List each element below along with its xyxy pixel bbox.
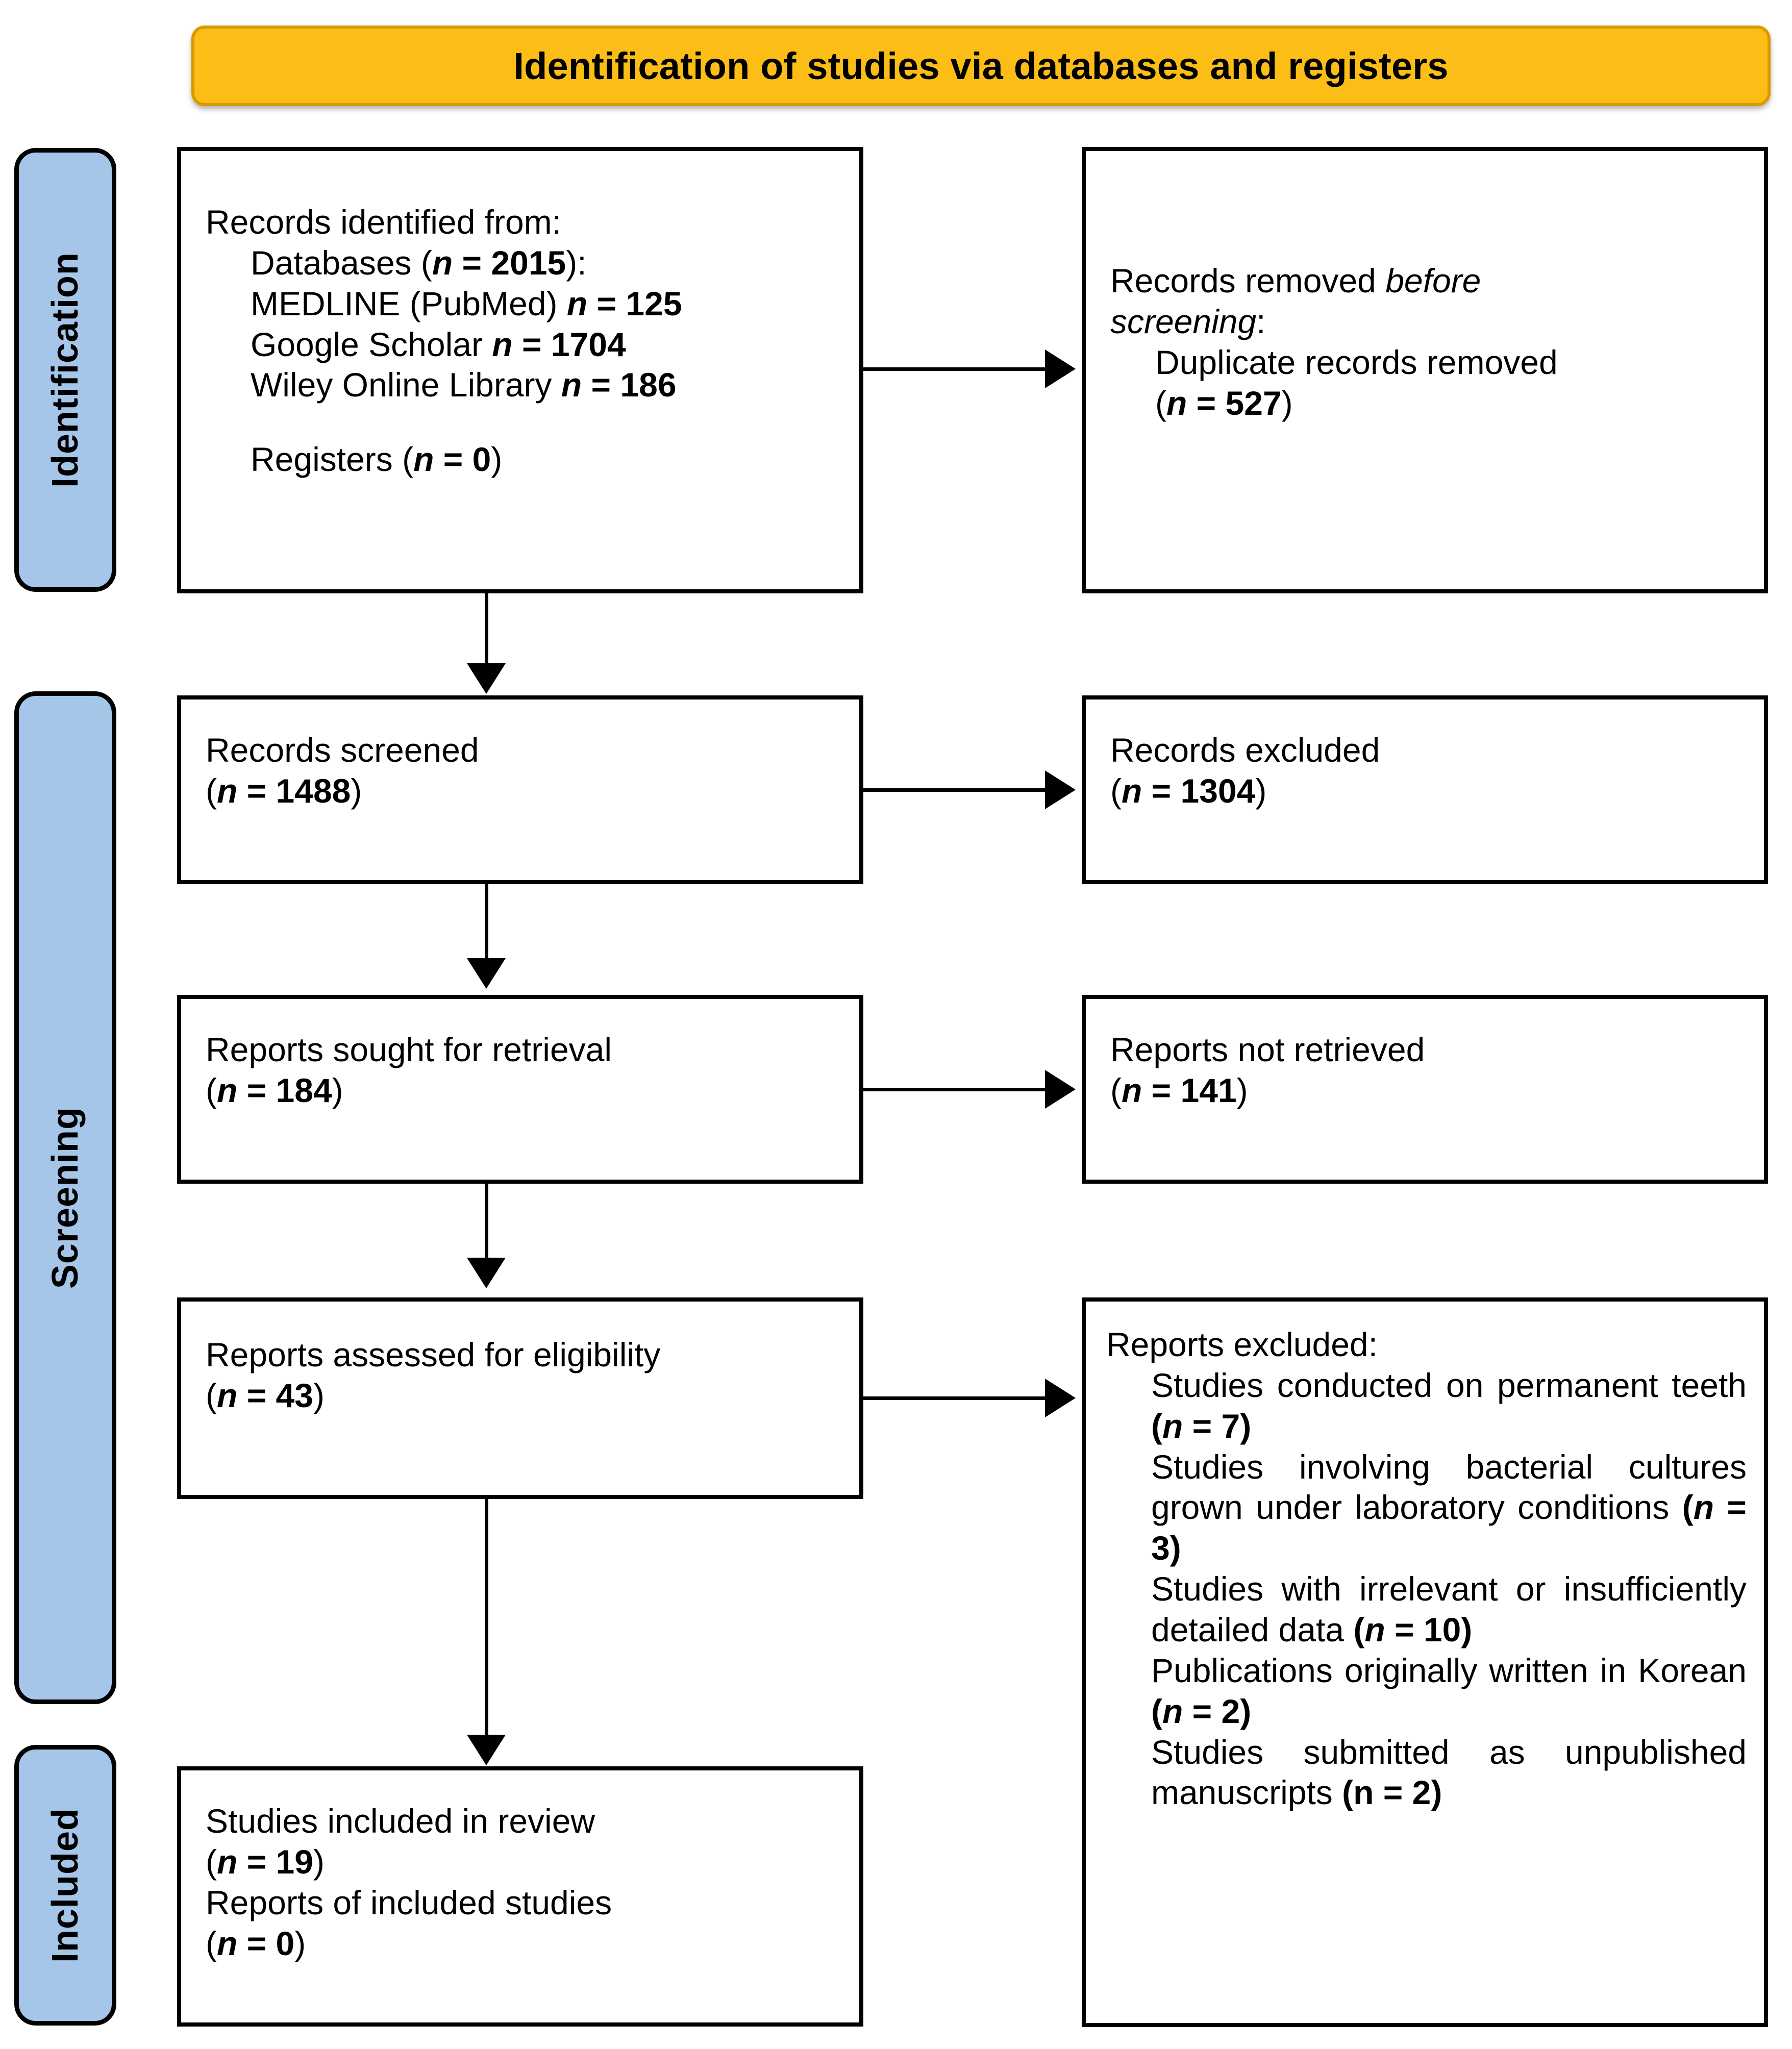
- connector-assessed-to-included-line: [485, 1499, 488, 1739]
- reports-excluded-reason-4: Studies submitted as unpublished manuscr…: [1151, 1733, 1747, 1812]
- reports-sought-label: Reports sought for retrieval: [206, 1031, 612, 1068]
- stage-label-identification: Identification: [14, 148, 116, 592]
- records-identified-line-1: MEDLINE (PubMed) n = 125: [251, 284, 682, 322]
- records-identified-line-2: Google Scholar n = 1704: [251, 325, 626, 363]
- diagram-header-banner: Identification of studies via databases …: [191, 26, 1771, 106]
- records-identified-spacer: [251, 406, 844, 439]
- stage-label-included-text: Included: [45, 1807, 86, 1963]
- connector-assessed-to-excluded-arrow: [1045, 1379, 1076, 1417]
- records-excluded-label: Records excluded: [1110, 731, 1380, 769]
- connector-identified-to-removed-line: [863, 367, 1047, 371]
- reports-excluded-reason-0: Studies conducted on permanent teeth (n …: [1151, 1366, 1747, 1445]
- connector-assessed-to-included-arrow: [467, 1735, 506, 1765]
- stage-label-screening: Screening: [14, 691, 116, 1704]
- connector-identified-to-screened-line: [485, 593, 488, 670]
- studies-included-count-2: (n = 0): [206, 1924, 306, 1962]
- records-screened-label: Records screened: [206, 731, 479, 769]
- reports-not-retrieved-count: (n = 141): [1110, 1071, 1248, 1109]
- records-identified-line-0: Databases (n = 2015):: [251, 243, 587, 282]
- connector-screened-to-sought-line: [485, 884, 488, 963]
- box-reports-excluded: Reports excluded: Studies conducted on p…: [1082, 1297, 1768, 2027]
- studies-included-count-1: (n = 19): [206, 1842, 325, 1881]
- box-records-excluded: Records excluded (n = 1304): [1082, 695, 1768, 884]
- reports-excluded-reason-3: Publications originally written in Korea…: [1151, 1651, 1747, 1730]
- connector-screened-to-excluded-line: [863, 788, 1047, 792]
- connector-identified-to-screened-arrow: [467, 663, 506, 694]
- reports-assessed-label: Reports assessed for eligibility: [206, 1336, 661, 1373]
- records-removed-detail: Duplicate records removed: [1155, 343, 1558, 381]
- reports-sought-count: (n = 184): [206, 1071, 343, 1109]
- records-removed-line2: screening:: [1110, 302, 1266, 340]
- connector-screened-to-excluded-arrow: [1045, 770, 1076, 809]
- studies-included-label-2: Reports of included studies: [206, 1883, 612, 1921]
- reports-not-retrieved-label: Reports not retrieved: [1110, 1031, 1425, 1068]
- connector-sought-to-assessed-arrow: [467, 1258, 506, 1288]
- reports-excluded-reason-2: Studies with irrelevant or insufficientl…: [1151, 1570, 1747, 1649]
- connector-sought-to-notretrieved-arrow: [1045, 1070, 1076, 1109]
- reports-excluded-heading: Reports excluded:: [1106, 1326, 1378, 1363]
- page-title: Identification of studies via databases …: [513, 44, 1449, 87]
- records-identified-heading: Records identified from:: [206, 203, 561, 241]
- box-records-identified: Records identified from: Databases (n = …: [177, 147, 863, 593]
- connector-screened-to-sought-arrow: [467, 958, 506, 989]
- reports-assessed-count: (n = 43): [206, 1376, 325, 1414]
- stage-label-screening-text: Screening: [45, 1106, 86, 1289]
- stage-label-identification-text: Identification: [45, 252, 86, 488]
- records-identified-line-3: Wiley Online Library n = 186: [251, 366, 677, 404]
- connector-assessed-to-excluded-line: [863, 1396, 1047, 1400]
- box-reports-sought: Reports sought for retrieval (n = 184): [177, 995, 863, 1184]
- box-records-screened: Records screened (n = 1488): [177, 695, 863, 884]
- reports-excluded-reason-1: Studies involving bacterial cultures gro…: [1151, 1447, 1747, 1567]
- studies-included-label-1: Studies included in review: [206, 1802, 595, 1840]
- records-excluded-count: (n = 1304): [1110, 771, 1267, 810]
- records-screened-count: (n = 1488): [206, 771, 362, 810]
- records-identified-registers: Registers (n = 0): [251, 440, 503, 479]
- stage-label-included: Included: [14, 1745, 116, 2026]
- box-reports-not-retrieved: Reports not retrieved (n = 141): [1082, 995, 1768, 1184]
- records-removed-count: (n = 527): [1155, 384, 1293, 422]
- box-records-removed: Records removed before screening: Duplic…: [1082, 147, 1768, 593]
- box-reports-assessed: Reports assessed for eligibility (n = 43…: [177, 1297, 863, 1499]
- records-removed-line1: Records removed before: [1110, 262, 1481, 299]
- connector-identified-to-removed-arrow: [1045, 349, 1076, 388]
- connector-sought-to-assessed-line: [485, 1184, 488, 1263]
- box-studies-included: Studies included in review (n = 19) Repo…: [177, 1766, 863, 2027]
- connector-sought-to-notretrieved-line: [863, 1088, 1047, 1091]
